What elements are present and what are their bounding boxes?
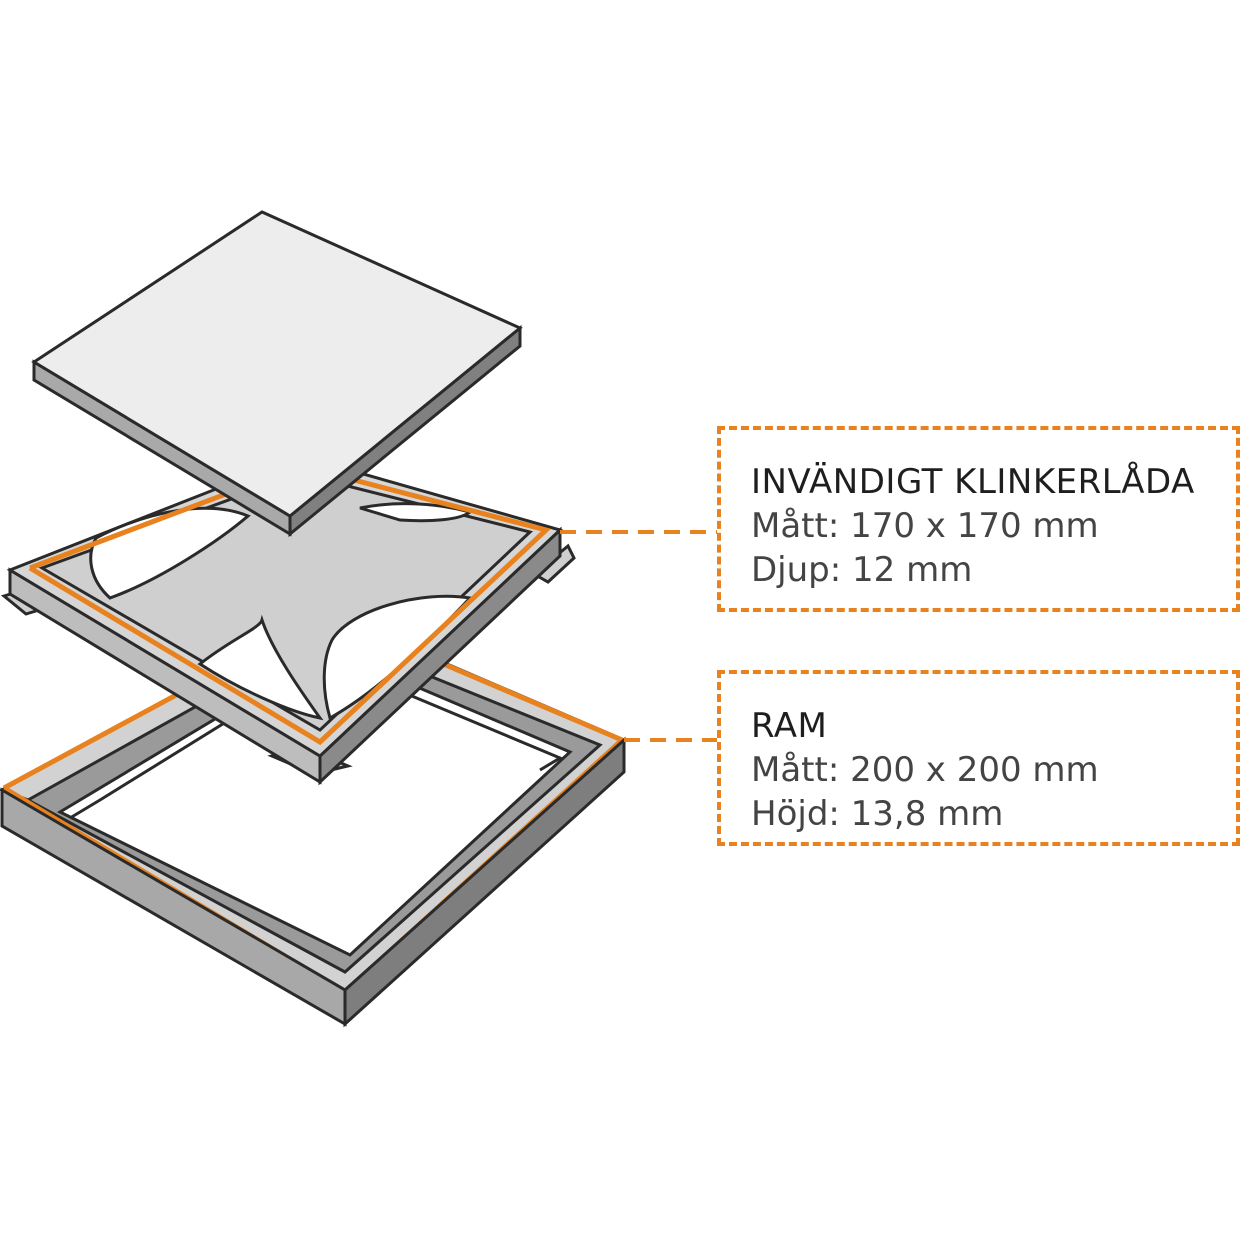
- callout-tile-box: INVÄNDIGT KLINKERLÅDA Mått: 170 x 170 mm…: [717, 426, 1240, 612]
- tile-plate: [31, 210, 523, 538]
- callout-frame-height: Höjd: 13,8 mm: [751, 794, 1004, 834]
- callout-box-dimension: Mått: 170 x 170 mm: [751, 506, 1099, 546]
- callout-box-depth: Djup: 12 mm: [751, 550, 973, 590]
- callout-frame-title: RAM: [751, 706, 828, 746]
- frame-ram: [0, 610, 627, 1028]
- frame-inner-ledge-right: [344, 666, 564, 772]
- tile-box: [0, 454, 576, 786]
- tile-top: [31, 210, 523, 518]
- box-orange-edge: [28, 463, 552, 746]
- frame-side-right: [343, 736, 626, 1028]
- callout-box-title: INVÄNDIGT KLINKERLÅDA: [751, 462, 1195, 502]
- floor-cutout-bottom: [197, 614, 324, 721]
- callout-frame: RAM Mått: 200 x 200 mm Höjd: 13,8 mm: [717, 670, 1240, 846]
- callout-frame-dimension: Mått: 200 x 200 mm: [751, 750, 1099, 790]
